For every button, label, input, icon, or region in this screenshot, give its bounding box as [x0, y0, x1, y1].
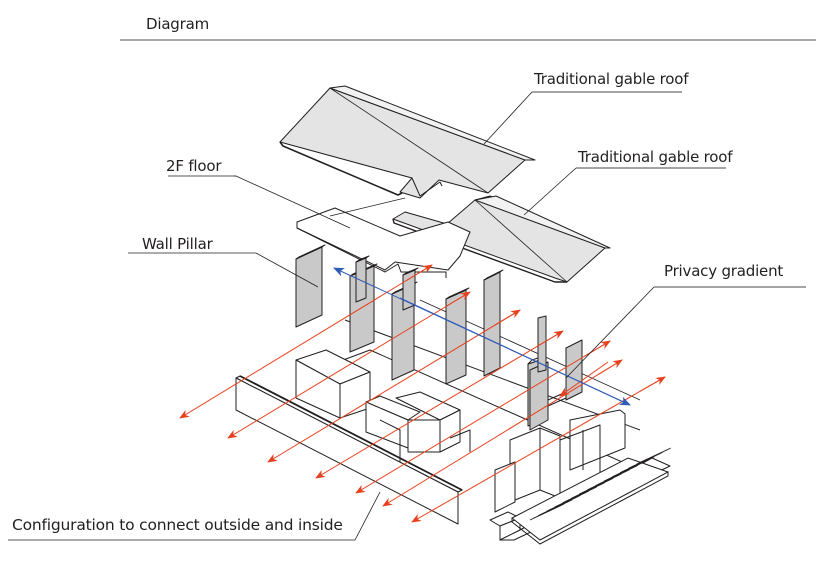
connection-arrow — [382, 359, 623, 507]
gable-roof-lower — [392, 195, 611, 283]
connection-arrow-head — [538, 330, 564, 347]
connection-arrow-head — [597, 359, 623, 376]
second-floor-slab — [296, 207, 471, 278]
label-wall-pillar: Wall Pillar — [142, 235, 213, 253]
page-title: Diagram — [146, 15, 210, 33]
connection-arrow — [267, 309, 521, 463]
connection-arrow — [315, 330, 564, 479]
connection-arrow-head — [494, 309, 521, 326]
leader-pillar — [128, 252, 319, 288]
label-2f-floor: 2F floor — [166, 157, 222, 175]
connection-arrow — [179, 264, 433, 419]
leader-configuration — [8, 491, 381, 541]
wall-pillar-edge — [402, 267, 419, 276]
connection-arrow — [355, 340, 611, 494]
wall-pillar-edge — [295, 244, 326, 260]
wall-pillar-panel — [295, 246, 323, 328]
connection-arrow — [227, 291, 471, 439]
privacy-arrows — [333, 267, 631, 406]
leader-lines — [8, 91, 806, 541]
connection-arrow — [559, 361, 609, 397]
grating-deck — [511, 457, 670, 545]
label-gable-roof-upper: Traditional gable roof — [534, 70, 689, 88]
connection-arrow-head — [445, 291, 471, 308]
wall-pillar-edge — [445, 287, 470, 300]
privacy-arrow-head — [399, 297, 631, 406]
grating-slot — [636, 447, 671, 465]
label-configuration: Configuration to connect outside and ins… — [12, 516, 343, 534]
gable-roof-upper — [279, 85, 536, 199]
connection-arrow-head — [406, 264, 433, 281]
label-privacy-gradient: Privacy gradient — [664, 262, 784, 280]
wall-pillar-edge — [483, 269, 504, 281]
connection-arrow-head — [639, 376, 666, 392]
label-gable-roof-lower: Traditional gable roof — [578, 148, 733, 166]
wall-pillar-edge — [355, 255, 370, 263]
connection-arrow-head — [584, 340, 611, 357]
